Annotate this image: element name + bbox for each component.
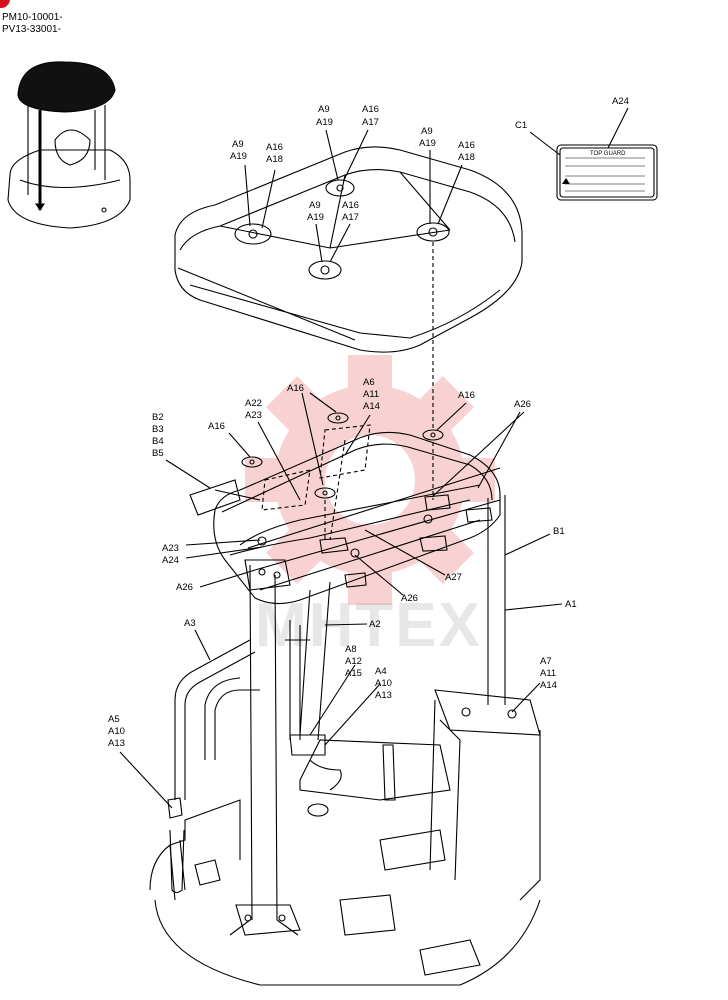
label-A19: A19 [307, 212, 324, 223]
canopy-frame [189, 412, 541, 936]
label-B5: B5 [152, 448, 164, 459]
label-A9: A9 [309, 200, 321, 211]
callout-labels: A9 A19 A16 A18 A9 A19 A16 A17 A9 A19 A16… [108, 96, 629, 749]
label-A5: A5 [108, 714, 120, 725]
model-code-2: PV13-33001- [2, 24, 61, 35]
label-A18: A18 [266, 154, 283, 165]
label-A26: A26 [176, 582, 193, 593]
roof-leaders [244, 129, 463, 263]
label-A23: A23 [162, 543, 179, 554]
machine-body [149, 620, 541, 986]
label-A26: A26 [514, 399, 531, 410]
label-A16: A16 [458, 390, 475, 401]
label-A14: A14 [363, 401, 380, 412]
label-A11: A11 [363, 389, 379, 400]
label-A27: A27 [445, 572, 462, 583]
thumbnail-excavator [7, 61, 131, 229]
top-guard-decal [529, 107, 658, 201]
callout-leaders [119, 392, 563, 809]
label-A13: A13 [108, 738, 125, 749]
label-A23: A23 [245, 410, 262, 421]
label-A9: A9 [318, 104, 330, 115]
label-A16: A16 [266, 142, 283, 153]
label-A19: A19 [316, 117, 333, 128]
label-A11: A11 [540, 668, 556, 679]
label-A16: A16 [208, 421, 225, 432]
label-B1: B1 [553, 526, 565, 537]
label-A16: A16 [458, 140, 475, 151]
label-A2: A2 [369, 619, 381, 630]
label-A17: A17 [362, 117, 379, 128]
label-A10: A10 [108, 726, 125, 737]
label-A3: A3 [184, 618, 196, 629]
label-B2: B2 [152, 412, 164, 423]
label-A7: A7 [540, 656, 552, 667]
label-A14: A14 [540, 680, 557, 691]
canopy-roof [174, 146, 523, 430]
label-A24: A24 [612, 96, 629, 107]
label-A16: A16 [362, 104, 379, 115]
label-A12: A12 [345, 656, 362, 667]
label-C1: C1 [515, 120, 527, 131]
label-A17: A17 [342, 212, 359, 223]
label-A16: A16 [287, 383, 304, 394]
label-A8: A8 [345, 644, 357, 655]
decal-title: TOP GUARD [590, 151, 626, 157]
label-A6: A6 [363, 377, 375, 388]
label-A22: A22 [245, 398, 262, 409]
label-A15: A15 [345, 668, 362, 679]
label-A26: A26 [401, 593, 418, 604]
label-A19: A19 [230, 151, 247, 162]
label-A4: A4 [375, 666, 387, 677]
label-A1: A1 [565, 599, 577, 610]
label-A10: A10 [375, 678, 392, 689]
label-A9: A9 [232, 139, 244, 150]
label-A18: A18 [458, 152, 475, 163]
label-B3: B3 [152, 424, 164, 435]
model-code-1: PM10-10001- [2, 12, 63, 23]
label-A19: A19 [419, 138, 436, 149]
label-B4: B4 [152, 436, 164, 447]
label-A24: A24 [162, 555, 179, 566]
page-badge [0, 0, 10, 8]
label-A9: A9 [421, 126, 433, 137]
label-A13: A13 [375, 690, 392, 701]
label-A16: A16 [342, 200, 359, 211]
